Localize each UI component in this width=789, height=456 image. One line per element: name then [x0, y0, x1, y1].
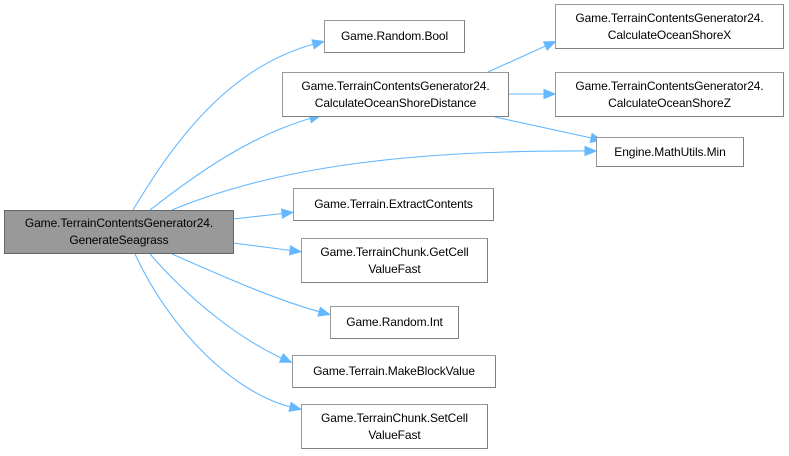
node-label-line: CalculateOceanShoreDistance	[314, 95, 477, 110]
arrowhead-calc-shore-x	[542, 40, 557, 52]
edge-root-to-mathutils-min	[171, 150, 591, 211]
node-label-line: Game.TerrainChunk.GetCell	[320, 244, 469, 259]
node-calc-shore-x[interactable]: Game.TerrainContentsGenerator24. Calcula…	[555, 4, 784, 49]
node-set-cell-value-fast[interactable]: Game.TerrainChunk.SetCell ValueFast	[301, 404, 488, 449]
edge-root-to-random-int	[171, 253, 325, 314]
arrowhead-mathutils-min	[584, 145, 598, 157]
edge-root-to-extract-contents	[232, 212, 288, 220]
node-label-line: Game.Terrain.ExtractContents	[314, 197, 473, 211]
node-get-cell-value-fast[interactable]: Game.TerrainChunk.GetCell ValueFast	[301, 238, 488, 283]
node-label-line: Game.TerrainContentsGenerator24.	[301, 78, 490, 93]
edge-root-to-get-cell-value-fast	[232, 242, 296, 252]
edge-root-to-random-bool	[132, 42, 319, 211]
arrowhead-make-block-value	[278, 352, 293, 363]
node-label-line: CalculateOceanShoreX	[607, 27, 732, 42]
node-random-bool[interactable]: Game.Random.Bool	[324, 20, 465, 53]
node-label-line: CalculateOceanShoreZ	[608, 95, 731, 110]
node-make-block-value[interactable]: Game.Terrain.MakeBlockValue	[292, 355, 496, 388]
node-label-line: GenerateSeagrass	[69, 233, 169, 247]
node-calc-shore-z[interactable]: Game.TerrainContentsGenerator24. Calcula…	[555, 72, 784, 117]
arrowhead-get-cell-value-fast	[288, 245, 303, 256]
node-label-line: ValueFast	[368, 261, 421, 276]
node-extract-contents[interactable]: Game.Terrain.ExtractContents	[293, 188, 494, 221]
node-mathutils-min[interactable]: Engine.MathUtils.Min	[596, 137, 744, 167]
edge-root-to-make-block-value	[149, 253, 287, 361]
node-random-int[interactable]: Game.Random.Int	[330, 306, 459, 339]
edge-calc-shore-distance-to-calc-shore-x	[487, 43, 551, 73]
node-label-line: Engine.MathUtils.Min	[614, 144, 726, 159]
edge-root-to-calc-shore-distance	[149, 116, 316, 211]
arrowhead-extract-contents	[280, 208, 295, 219]
node-label-line: Game.Random.Bool	[340, 29, 449, 43]
node-calc-shore-distance[interactable]: Game.TerrainContentsGenerator24. Calcula…	[282, 72, 509, 117]
node-label-line: Game.TerrainContentsGenerator24.	[575, 10, 764, 25]
node-label-line: Game.Terrain.MakeBlockValue	[313, 364, 475, 378]
arrowhead-random-bool	[311, 39, 326, 50]
arrowhead-calc-shore-z	[543, 88, 557, 100]
arrowhead-set-cell-value-fast	[288, 401, 303, 412]
node-label-line: Game.Random.Int	[346, 315, 443, 329]
node-root[interactable]: Game.TerrainContentsGenerator24. Generat…	[4, 210, 234, 254]
edge-calc-shore-distance-to-mathutils-min	[494, 116, 597, 140]
node-label-line: Game.TerrainChunk.SetCell	[321, 410, 468, 425]
node-label-line: ValueFast	[368, 427, 421, 442]
node-label-line: Game.TerrainContentsGenerator24.	[24, 216, 214, 230]
node-label-line: Game.TerrainContentsGenerator24.	[575, 78, 764, 93]
edge-root-to-set-cell-value-fast	[134, 253, 296, 409]
arrowhead-random-int	[317, 306, 332, 317]
